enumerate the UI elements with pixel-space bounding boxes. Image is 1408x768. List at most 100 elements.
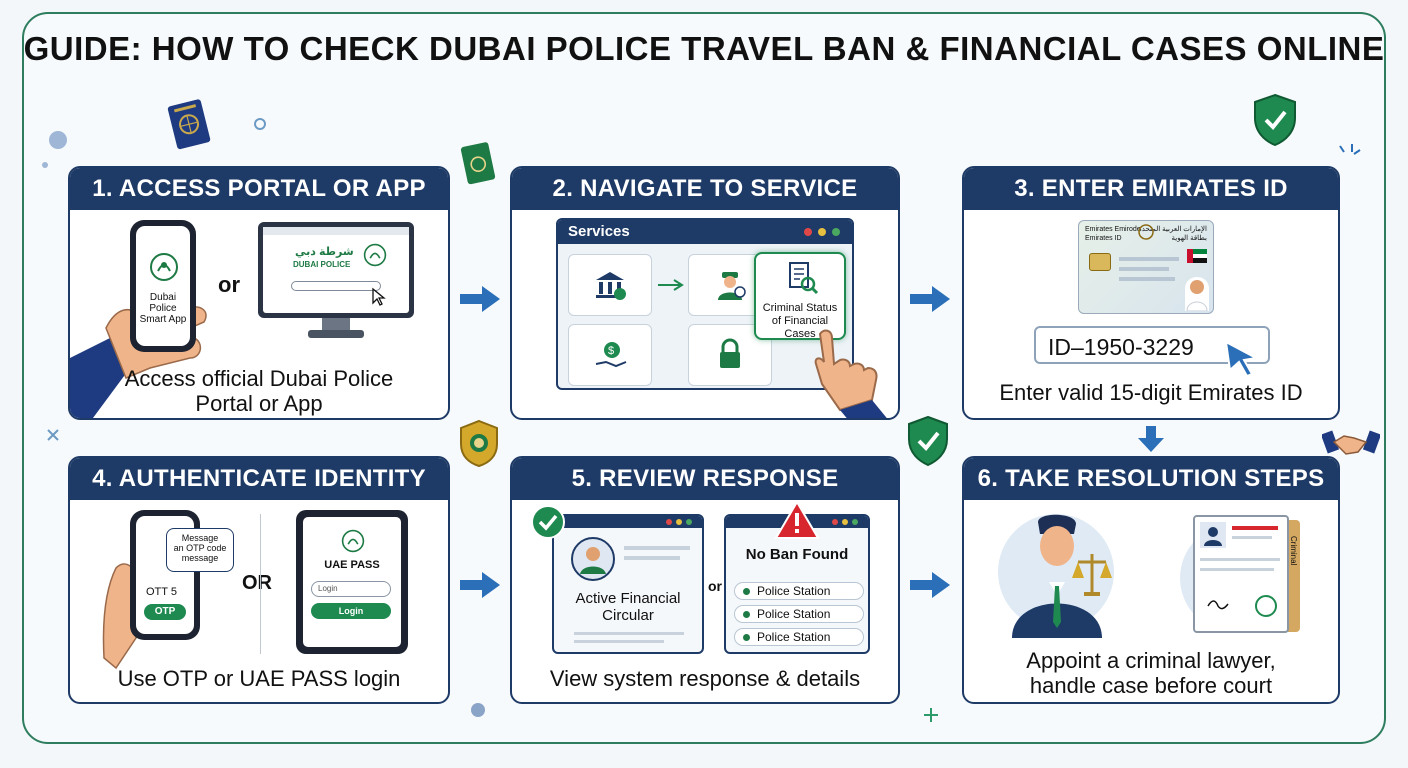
phone-app-label-2: Smart App (139, 314, 187, 325)
bank-icon (596, 272, 626, 300)
card-photo-icon (1185, 277, 1209, 311)
uae-pass-login-button[interactable]: Login (311, 603, 391, 619)
card-chip (1089, 253, 1111, 271)
station-item: Police Station (734, 605, 864, 623)
portal-emblem-icon (363, 243, 387, 267)
warning-icon (774, 500, 820, 539)
criminal-status-tile[interactable]: Criminal Status of Financial Cases (754, 252, 846, 340)
step-3-heading: 3. ENTER EMIRATES ID (964, 168, 1338, 210)
portal-arabic-label: شرطة دبي (295, 246, 354, 258)
card-arabic-2: بطاقة الهوية (1171, 235, 1208, 242)
flow-arrow-5-to-6 (910, 572, 950, 598)
uae-pass-tablet: UAE PASS Login Login (296, 510, 408, 654)
uae-pass-emblem-icon (341, 529, 365, 553)
step-6-heading: 6. TAKE RESOLUTION STEPS (964, 458, 1338, 500)
station-item: Police Station (734, 628, 864, 646)
step-6-caption: Appoint a criminal lawyer, handle case b… (964, 648, 1338, 698)
decor-plus (924, 708, 938, 722)
services-window-title: Services (568, 223, 630, 240)
otp-code-text: OTT 5 (146, 586, 177, 598)
check-circle-icon (531, 505, 565, 539)
portal-monitor: شرطة دبي DUBAI POLICE (258, 222, 414, 340)
uae-pass-login-field[interactable]: Login (311, 581, 391, 597)
passport-icon (167, 99, 211, 150)
card-title-2: Emirates ID (1085, 235, 1122, 242)
case-file-icon (1180, 515, 1300, 633)
emirates-id-card: Emirates Emirode Emirates ID الإمارات ال… (1078, 220, 1214, 314)
step-4-caption: Use OTP or UAE PASS login (117, 666, 401, 691)
cursor-arrow-icon (1224, 340, 1260, 378)
decor-circles (42, 131, 67, 168)
station-label: Police Station (757, 607, 831, 621)
criminal-status-line-1: Criminal Status (762, 302, 838, 314)
step-1-or: or (218, 272, 240, 297)
step-5-caption: View system response & details (549, 666, 861, 691)
no-ban-title: No Ban Found (745, 546, 849, 563)
otp-button[interactable]: OTP (144, 604, 186, 620)
card-arabic-1: الإمارات العربية المتحدة (1138, 226, 1207, 233)
decor-x (47, 429, 59, 441)
green-passport-icon (460, 142, 496, 185)
station-label: Police Station (757, 584, 831, 598)
hand-otp-icon (102, 563, 139, 670)
flow-arrow-icon (658, 279, 684, 291)
police-app-phone: Dubai Police Smart App (130, 220, 196, 352)
dubai-police-emblem-icon (150, 253, 178, 281)
lock-icon (720, 338, 740, 368)
step-5-heading: 5. REVIEW RESPONSE (512, 458, 898, 500)
svg-text:$: $ (608, 345, 614, 357)
station-item: Police Station (734, 582, 864, 600)
no-ban-window: No Ban Found Police Station Police Stati… (724, 514, 870, 654)
service-bank-tile[interactable] (568, 254, 652, 316)
police-badge-icon (460, 419, 498, 468)
active-circular-line-2: Circular (602, 607, 654, 624)
flow-arrow-2-to-3 (910, 286, 950, 312)
otp-message-bubble: Message an OTP code message (166, 528, 234, 572)
shield-check-small-icon (908, 415, 948, 467)
money-hand-icon: $ (595, 342, 627, 368)
decor-dot (471, 703, 485, 717)
phone-app-label-1: Dubai Police (149, 292, 177, 314)
lawyer-icon (998, 514, 1114, 638)
case-file-tab: Criminal (1289, 536, 1298, 566)
portal-search-bar[interactable] (291, 281, 381, 291)
flow-arrow-4-to-5 (460, 572, 500, 598)
step-4-panel: 4. AUTHENTICATE IDENTITY OTT 5 OTP Messa… (68, 456, 450, 704)
cursor-icon (372, 287, 386, 306)
step-1-caption: Access official Dubai Police Portal or A… (70, 366, 448, 416)
service-money-tile[interactable]: $ (568, 324, 652, 386)
police-officer-icon (718, 272, 746, 300)
uae-emblem-icon (1138, 224, 1154, 240)
service-lock-tile[interactable] (688, 324, 772, 386)
person-avatar-icon (571, 537, 615, 581)
flow-arrow-1-to-2 (460, 286, 500, 312)
flow-arrow-3-to-6 (1138, 426, 1164, 452)
shield-check-icon (1254, 93, 1296, 147)
step-1-panel: 1. ACCESS PORTAL OR APP Dubai Police Sma… (68, 166, 450, 420)
decor-sparkle (1339, 144, 1361, 155)
step-6-caption-line-2: handle case before court (1029, 673, 1273, 698)
step-4-heading: 4. AUTHENTICATE IDENTITY (70, 458, 448, 500)
station-label: Police Station (757, 630, 831, 644)
handshake-icon (1322, 430, 1380, 455)
step-1-caption-line-2: Portal or App (195, 391, 323, 416)
pointing-hand-icon (814, 329, 887, 418)
bubble-line-3: message (181, 553, 219, 563)
bubble-line-1: Message (181, 533, 219, 543)
step-5-panel: 5. REVIEW RESPONSE Active Financial Circ… (510, 456, 900, 704)
step-6-caption-line-1: Appoint a criminal lawyer, (1026, 648, 1276, 673)
active-circular-window: Active Financial Circular (552, 514, 704, 654)
step-3-panel: 3. ENTER EMIRATES ID Emirates Emirode Em… (962, 166, 1340, 420)
uae-flag (1187, 249, 1207, 263)
step-2-heading: 2. NAVIGATE TO SERVICE (512, 168, 898, 210)
portal-label: DUBAI POLICE (293, 260, 351, 269)
step-2-panel: 2. NAVIGATE TO SERVICE Services (510, 166, 900, 420)
divider (260, 514, 261, 654)
emirates-id-value: ID–1950-3229 (1048, 334, 1194, 360)
step-5-or: or (708, 578, 722, 594)
card-title-1: Emirates Emirode (1085, 226, 1141, 233)
step-3-caption: Enter valid 15-digit Emirates ID (999, 380, 1303, 405)
decor-ring (254, 118, 266, 130)
bubble-line-2: an OTP code (173, 543, 227, 553)
active-circular-line-1: Active Financial (575, 590, 681, 607)
